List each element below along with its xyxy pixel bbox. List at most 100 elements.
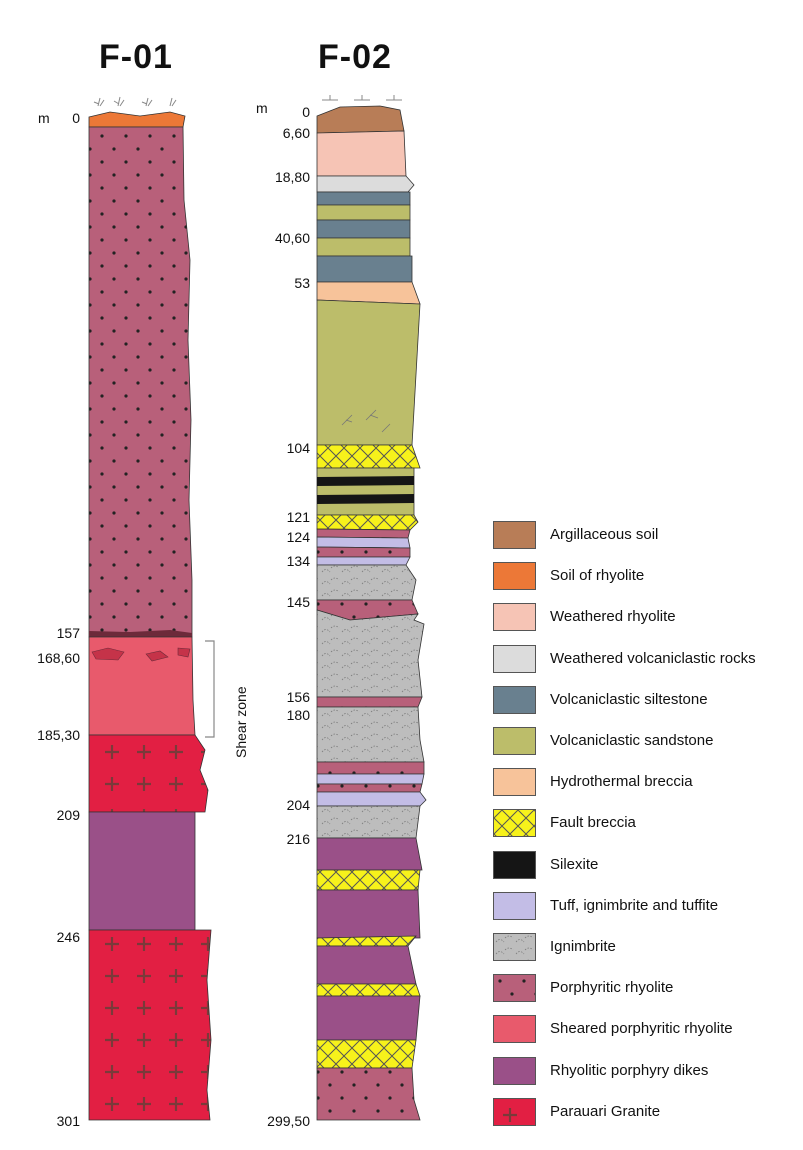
legend-swatch-silexite — [493, 850, 536, 879]
f02-depth-6-60: 6,60 — [282, 125, 310, 141]
legend-label-hydrothermal-breccia: Hydrothermal breccia — [550, 773, 693, 791]
f01-depth-157: 157 — [56, 625, 80, 641]
legend-swatch-parauari-granite — [493, 1097, 536, 1126]
f02-depth-18-80: 18,80 — [274, 169, 310, 185]
f02-porphyritic-rhyolite-5 — [316, 761, 425, 775]
legend-swatch-sheared-porphyritic-rhyolite — [493, 1015, 536, 1044]
f02-ignimbrite-4 — [316, 805, 421, 839]
legend-swatch-soil-of-rhyolite — [493, 562, 536, 591]
f02-depth-53: 53 — [294, 275, 310, 291]
f02-dikes-2 — [316, 889, 421, 939]
shear-zone-bracket — [205, 640, 215, 738]
f01-unit-label: m — [38, 110, 50, 126]
f02-tuff-4 — [316, 791, 427, 807]
legend-label-fault-breccia: Fault breccia — [550, 814, 636, 832]
f01-parauari-granite-upper — [88, 734, 209, 813]
f02-unit-label: m — [256, 100, 268, 116]
f02-depth-145: 145 — [286, 594, 310, 610]
f02-ignimbrite-3 — [316, 706, 425, 763]
legend-swatch-porphyritic-rhyolite — [493, 974, 536, 1003]
f02-siltstone-3 — [316, 255, 413, 283]
f02-porphyritic-rhyolite-1 — [316, 528, 411, 539]
f02-depth-180: 180 — [286, 707, 310, 723]
legend-label-tuff: Tuff, ignimbrite and tuffite — [550, 896, 719, 914]
f02-depth-124: 124 — [286, 529, 310, 545]
legend-label-parauari-granite: Parauari Granite — [550, 1102, 661, 1120]
legend-label-rhyolitic-porphyry-dikes: Rhyolitic porphyry dikes — [550, 1061, 709, 1079]
f02-depth-204: 204 — [286, 797, 310, 813]
f02-porphyritic-rhyolite-4 — [316, 696, 423, 708]
f01-vegetation-marks — [93, 96, 177, 107]
legend-label-porphyritic-rhyolite: Porphyritic rhyolite — [550, 979, 674, 997]
f02-sandstone-1 — [316, 204, 411, 221]
f01-parauari-granite-lower — [88, 929, 212, 1121]
legend-label-weathered-rhyolite: Weathered rhyolite — [550, 608, 676, 626]
f02-silexite-1 — [317, 476, 414, 486]
legend-label-soil-of-rhyolite: Soil of rhyolite — [550, 567, 645, 585]
f02-siltstone-2 — [316, 219, 411, 239]
f02-ignimbrite-1 — [316, 564, 417, 601]
f01-sheared-porphyritic-rhyolite — [88, 636, 196, 736]
f02-depth-299-50: 299,50 — [267, 1113, 310, 1129]
legend-label-weathered-volcaniclastic: Weathered volcaniclastic rocks — [550, 649, 756, 667]
legend-label-volcaniclastic-siltestone: Volcaniclastic siltestone — [550, 690, 708, 708]
f01-depth-0: 0 — [72, 110, 80, 126]
f02-fault-breccia-6 — [316, 1039, 417, 1069]
f01-porphyritic-rhyolite — [88, 126, 193, 638]
legend-swatch-hydrothermal-breccia — [493, 768, 536, 797]
f01-column — [88, 96, 215, 1121]
f02-fault-breccia-5 — [316, 983, 421, 997]
legend-swatch-tuff — [493, 891, 536, 920]
legend-swatch-argillaceous-soil — [493, 521, 536, 549]
legend-swatch-volcaniclastic-siltestone — [493, 685, 536, 714]
legend-label-argillaceous-soil: Argillaceous soil — [550, 526, 659, 543]
f02-sandstone-4 — [316, 467, 415, 516]
f01-soil-of-rhyolite — [88, 111, 186, 128]
legend-swatch-fault-breccia — [493, 809, 536, 838]
f02-siltstone-1 — [316, 191, 411, 206]
f02-depth-121: 121 — [286, 509, 310, 525]
f02-title: F-02 — [318, 38, 392, 76]
f02-argillaceous-soil — [316, 105, 405, 134]
f02-weathered-rhyolite — [316, 130, 407, 177]
f02-dikes-3 — [316, 945, 417, 985]
f02-fault-breccia-3 — [316, 869, 421, 891]
f01-depth-168: 168,60 — [37, 650, 80, 666]
f01-depth-209: 209 — [56, 807, 80, 823]
f02-depth-134: 134 — [286, 553, 310, 569]
f02-surface-marks — [322, 95, 402, 101]
f02-porphyritic-rhyolite-7 — [316, 1067, 421, 1121]
legend-swatch-weathered-volcaniclastic — [493, 644, 536, 673]
legend-swatch-volcaniclastic-sandstone — [493, 727, 536, 755]
f02-fault-breccia-2 — [316, 514, 419, 531]
f02-sandstone-2 — [316, 237, 411, 257]
f02-fault-breccia-4 — [316, 935, 417, 947]
f02-depth-156: 156 — [286, 689, 310, 705]
shear-zone-label: Shear zone — [233, 686, 249, 758]
f01-contact-157 — [89, 630, 192, 637]
legend-label-ignimbrite: Ignimbrite — [550, 938, 616, 955]
legend-label-sheared-porphyritic-rhyolite: Sheared porphyritic rhyolite — [550, 1020, 733, 1038]
f02-dikes-1 — [316, 837, 423, 871]
f01-shear-lenses — [91, 647, 191, 662]
f01-depth-246: 246 — [56, 929, 80, 945]
f02-tuff-3 — [316, 773, 425, 785]
f02-weathered-volcaniclastic — [316, 175, 415, 193]
legend-swatch-rhyolitic-porphyry-dikes — [493, 1056, 536, 1085]
f01-title: F-01 — [99, 38, 173, 76]
f02-ignimbrite-2 — [316, 609, 425, 698]
f02-silexite-2 — [317, 494, 414, 504]
legend-label-silexite: Silexite — [550, 855, 599, 873]
f02-column — [316, 95, 427, 1121]
f02-tuff-1 — [316, 536, 411, 549]
f01-depth-301: 301 — [56, 1113, 80, 1129]
f02-porphyritic-rhyolite-6 — [316, 783, 423, 793]
f02-depth-40-60: 40,60 — [274, 230, 310, 246]
f01-depth-185: 185,30 — [37, 727, 80, 743]
f02-sandstone-3 — [316, 299, 421, 446]
f02-depth-0: 0 — [302, 104, 310, 120]
f02-depth-104: 104 — [286, 440, 310, 456]
f01-rhyolitic-porphyry-dikes — [88, 811, 196, 931]
